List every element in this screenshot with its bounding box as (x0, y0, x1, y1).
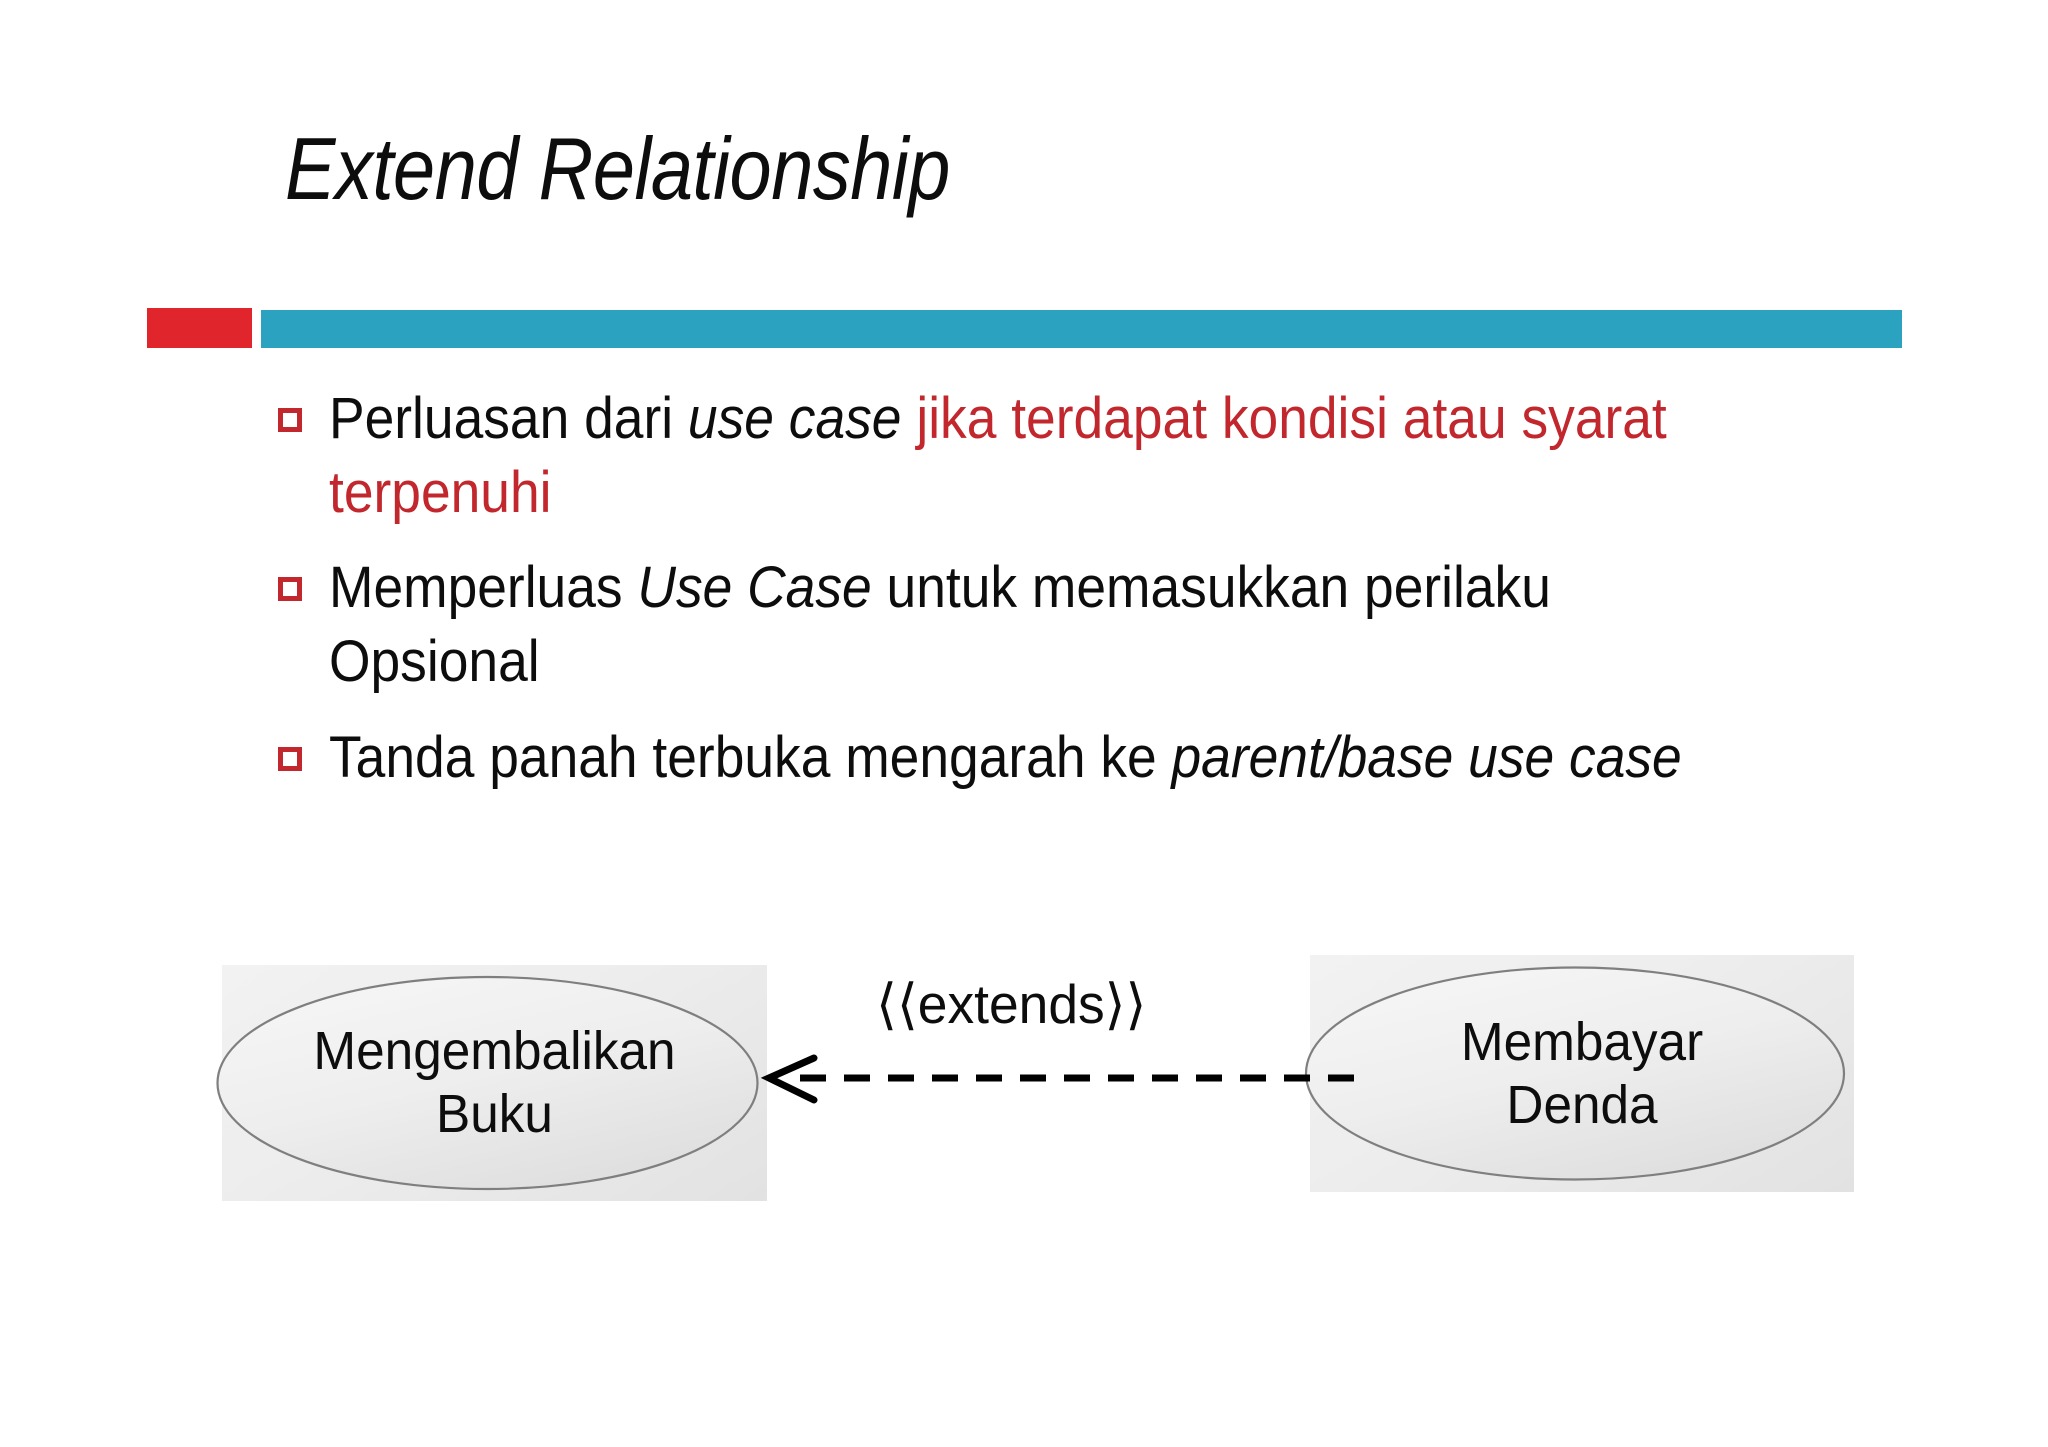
bullet-list: Perluasan dari use case jika terdapat ko… (278, 382, 1878, 816)
bullet-text-2: Memperluas Use Case untuk memasukkan per… (329, 551, 1754, 698)
list-item: Tanda panah terbuka mengarah ke parent/b… (278, 721, 1878, 795)
bullet-2-seg-2: untuk memasukkan perilaku Opsional (329, 555, 1551, 694)
bullet-text-3: Tanda panah terbuka mengarah ke parent/b… (329, 721, 1754, 795)
bullet-1-seg-0: Perluasan dari (329, 386, 688, 451)
bullet-1-seg-1: use case (687, 386, 902, 451)
list-item: Perluasan dari use case jika terdapat ko… (278, 382, 1878, 529)
page-title: Extend Relationship (285, 119, 950, 218)
bullet-3-seg-0: Tanda panah terbuka mengarah ke (329, 724, 1172, 790)
use-case-node-membayar-denda[interactable]: Membayar Denda (1304, 955, 1854, 1192)
node-label-line2: Buku (436, 1084, 553, 1144)
node-label-line2: Denda (1506, 1074, 1658, 1135)
square-bullet-icon (278, 746, 302, 771)
node-label-line1: Membayar (1460, 1011, 1704, 1072)
use-case-node-mengembalikan-buku[interactable]: Mengembalikan Buku (216, 965, 767, 1201)
ellipse-shape (216, 975, 759, 1191)
bullet-1-seg-3: jika terdapat kondisi atau syarat terpen… (329, 386, 1667, 525)
bullet-3-seg-1: parent/base use case (1171, 724, 1682, 790)
bullet-2-seg-1: Use Case (637, 555, 872, 621)
node-label: Membayar Denda (1324, 955, 1841, 1192)
square-bullet-icon (278, 408, 302, 432)
list-item: Memperluas Use Case untuk memasukkan per… (278, 551, 1878, 698)
node-label: Mengembalikan Buku (236, 965, 754, 1201)
ellipse-shape (1304, 966, 1846, 1181)
connector-open-arrowhead (760, 1054, 818, 1104)
bullet-text-1: Perluasan dari use case jika terdapat ko… (329, 382, 1754, 529)
node-label-line1: Mengembalikan (313, 1021, 676, 1082)
bullet-2-seg-0: Memperluas (329, 555, 638, 621)
extend-connector-arrow (760, 1054, 1354, 1104)
extends-stereotype-label: ⟨⟨extends⟩⟩ (876, 973, 1147, 1035)
square-bullet-icon (278, 577, 302, 602)
